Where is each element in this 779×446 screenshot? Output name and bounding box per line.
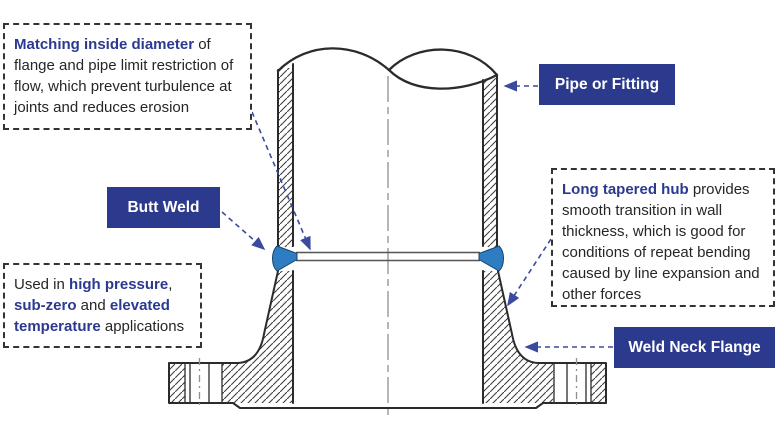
flange-left-edge-hatch xyxy=(169,363,185,403)
callout-text-bold: Matching inside diameter xyxy=(14,36,195,53)
right-hub-hatch xyxy=(483,271,554,403)
callout-text-bold: sub-zero xyxy=(14,297,77,314)
weld-neck-flange-label-text: Weld Neck Flange xyxy=(628,338,761,356)
callout-text: , xyxy=(168,276,173,293)
pipe-left-wall-hatch xyxy=(278,68,293,247)
pipe-or-fitting-label-text: Pipe or Fitting xyxy=(554,75,660,93)
butt-weld-bead-right xyxy=(478,245,504,272)
butt-weld-arrow xyxy=(221,211,266,251)
butt-weld-label-text: Butt Weld xyxy=(127,198,200,216)
callout-text-bold: elevated temperature xyxy=(14,297,170,335)
bore-lines xyxy=(292,270,484,404)
callout-long-tapered-hub: Long tapered hub provides smooth transit… xyxy=(551,168,775,307)
pipe-break-upper-arc xyxy=(387,48,499,77)
left-hub-hatch xyxy=(222,271,293,403)
weld-neck-flange-label: Weld Neck Flange xyxy=(614,327,775,368)
matching-diameter-arrow xyxy=(251,111,311,251)
pipe-wall-lines xyxy=(277,63,498,247)
callout-text: applications xyxy=(100,318,185,335)
left-bolt-hole-lines xyxy=(184,363,223,403)
right-bolt-hole-lines xyxy=(553,363,592,403)
butt-weld-bead-left xyxy=(272,245,298,272)
callout-text-bold: high pressure xyxy=(69,276,169,293)
pipe-break-lower-arc xyxy=(387,68,499,90)
butt-weld-label: Butt Weld xyxy=(107,187,220,228)
callout-matching-inside-diameter: Matching inside diameter of flange and p… xyxy=(3,23,252,130)
weld-joint-lines xyxy=(296,251,480,262)
pipe-or-fitting-label: Pipe or Fitting xyxy=(539,64,675,105)
callout-text-bold: Long tapered hub xyxy=(562,181,689,198)
pipe-right-wall-hatch xyxy=(483,78,497,247)
callout-text: and xyxy=(76,297,110,314)
callout-text: provides smooth transition in wall thick… xyxy=(562,181,760,303)
callout-text: of flange and pipe limit restriction of … xyxy=(14,36,234,116)
flange-right-edge-hatch xyxy=(591,363,606,403)
callout-text: Used in xyxy=(14,276,70,293)
callout-applications: Used in high pressure, sub-zero and elev… xyxy=(3,263,202,348)
long-tapered-hub-arrow xyxy=(507,238,552,307)
flange-outline xyxy=(168,270,607,409)
pipe-break-left-arc xyxy=(276,47,391,73)
